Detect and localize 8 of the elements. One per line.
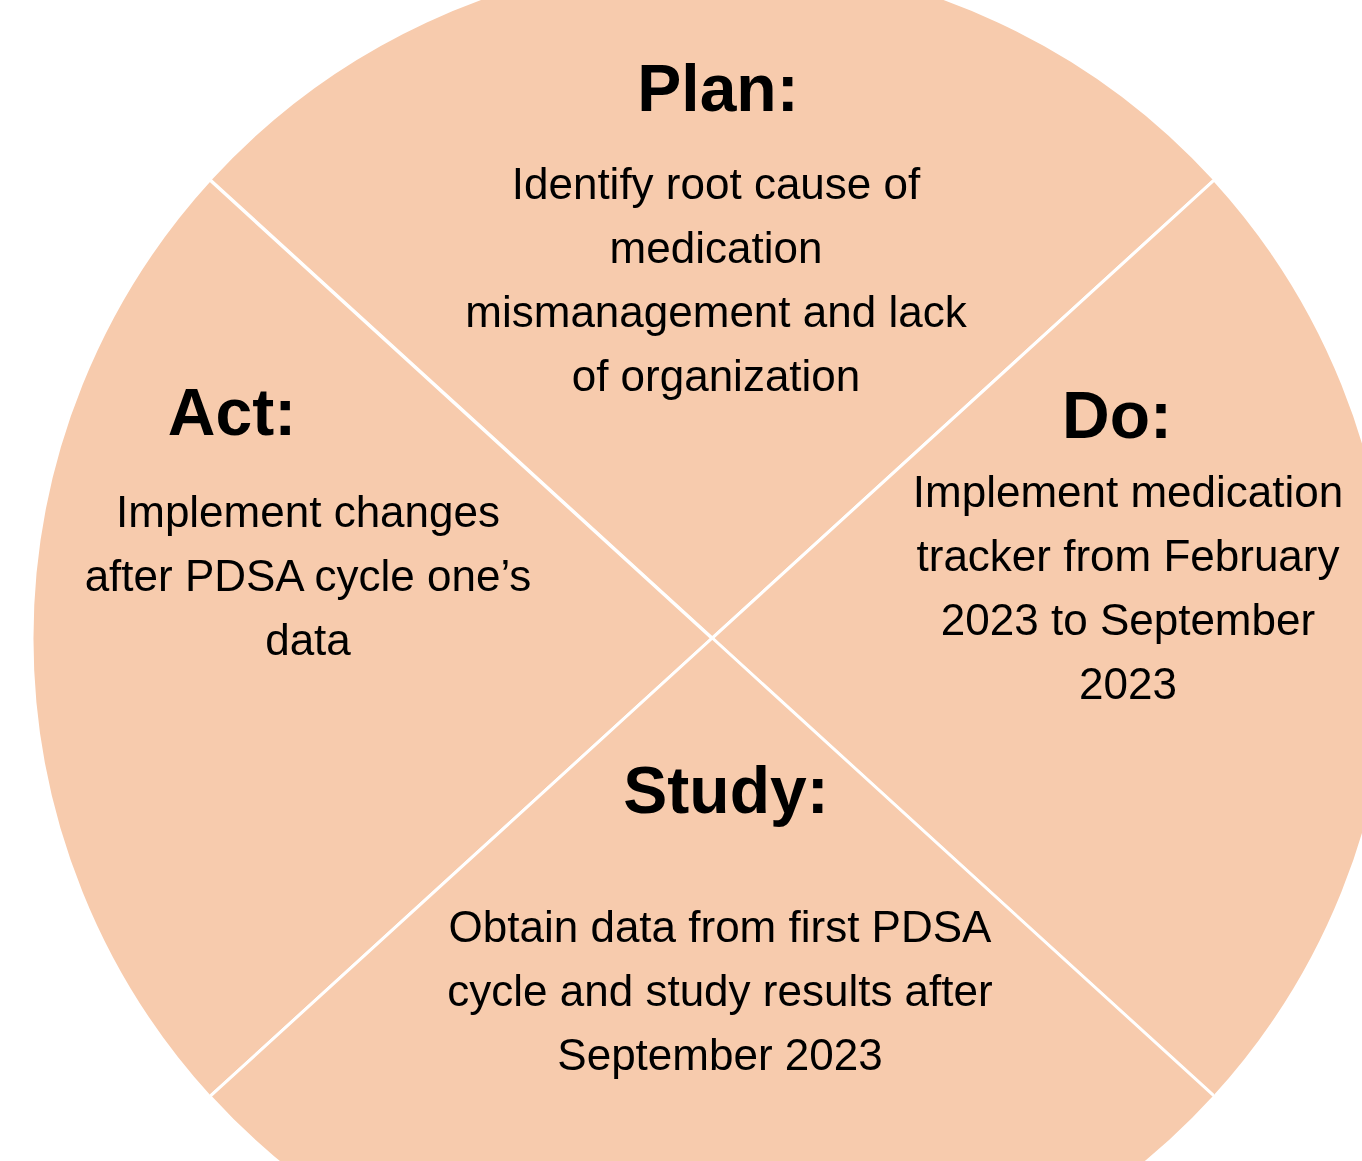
section-text: Implement changes after PDSA cycle one’s data bbox=[83, 486, 533, 666]
section-text: Implement medication tracker from February 2023 to September 2023 bbox=[911, 466, 1345, 710]
section-text: Obtain data from first PDSA cycle and study results after September 2023 bbox=[446, 901, 994, 1081]
section-heading: Study: bbox=[623, 754, 829, 826]
section-heading: Plan: bbox=[637, 52, 799, 124]
section-heading: Do: bbox=[1062, 379, 1172, 451]
section-heading: Act: bbox=[167, 376, 297, 448]
section-text: Identify root cause of medication mismanagement and lack of organization bbox=[464, 158, 968, 402]
